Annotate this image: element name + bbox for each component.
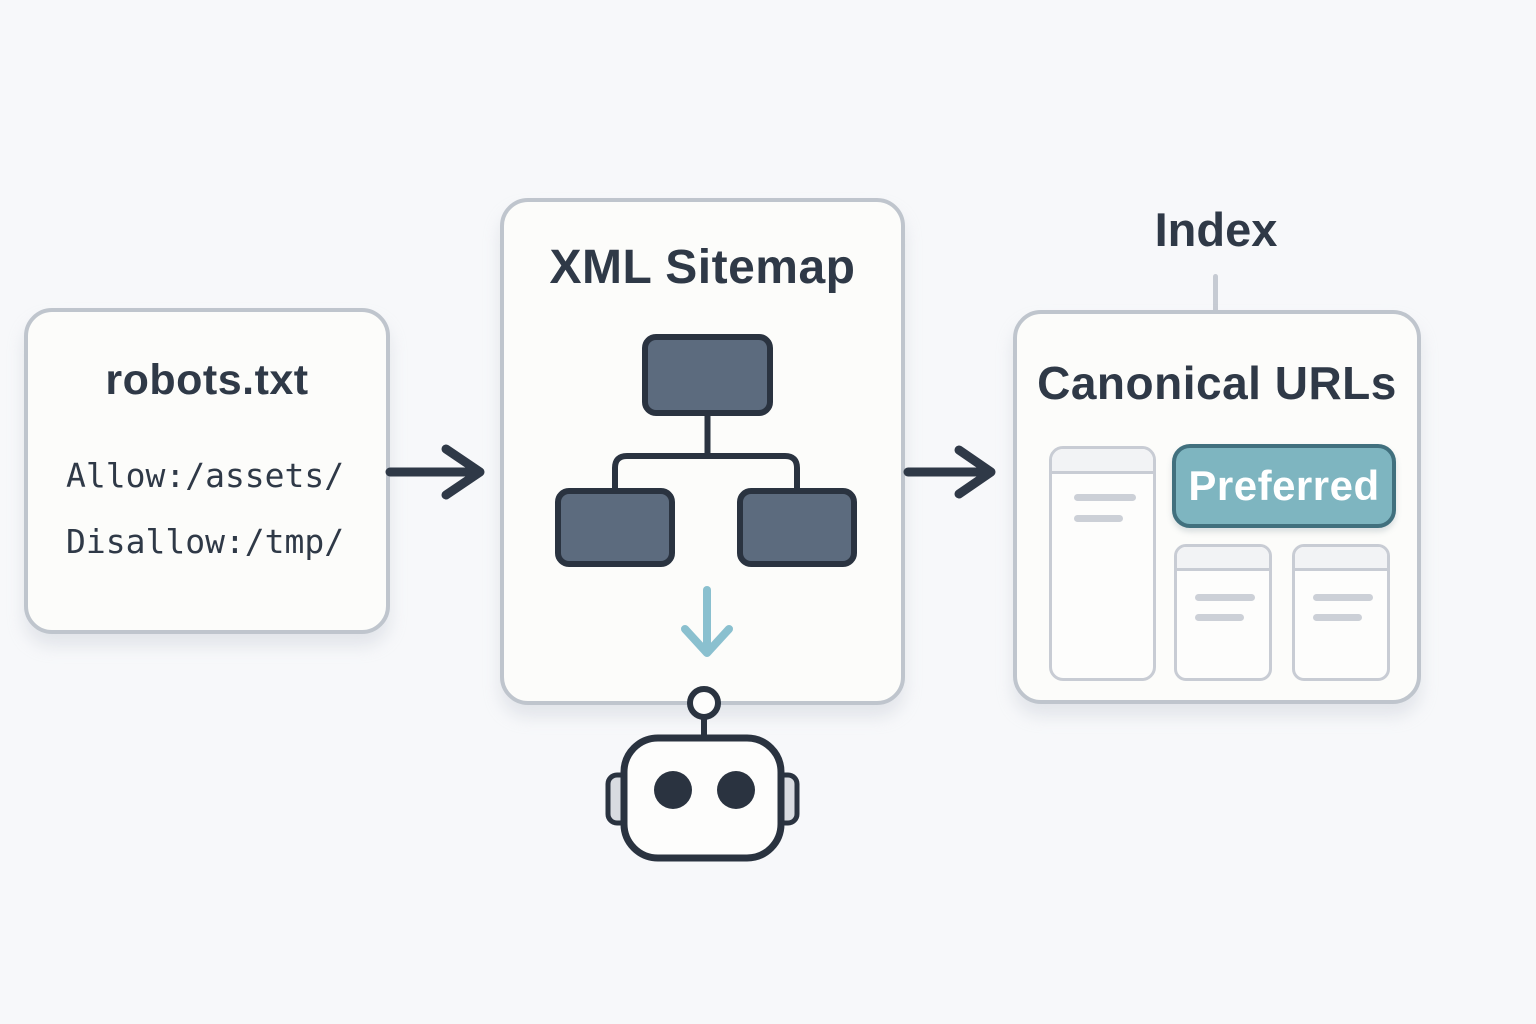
placeholder-line [1195,594,1255,601]
canonical-urls-card: Canonical URLs Preferred [1013,310,1421,704]
document-card-tall [1049,446,1156,681]
xml-sitemap-title: XML Sitemap [549,241,856,294]
robots-txt-card: robots.txt Allow:/assets/ Disallow:/tmp/ [24,308,390,634]
canonical-urls-title: Canonical URLs [1037,357,1397,409]
document-card-header [1177,547,1269,571]
placeholder-line [1195,614,1244,621]
preferred-badge: Preferred [1172,444,1396,528]
document-card-small [1292,544,1390,681]
flow-arrow-right-icon [385,444,485,500]
robots-txt-title: robots.txt [105,356,309,404]
robots-rule-allow: Allow:/assets/ [66,456,345,495]
sitemap-tree-icon [555,334,857,567]
placeholder-line [1074,515,1123,522]
feed-down-arrow-icon [681,586,733,657]
placeholder-line [1313,594,1373,601]
flow-arrow-right-icon [903,445,996,499]
document-card-header [1295,547,1387,571]
crawler-bot-icon [605,686,800,862]
placeholder-line [1074,494,1136,501]
xml-sitemap-card: XML Sitemap [500,198,905,705]
placeholder-line [1313,614,1362,621]
robots-rule-disallow: Disallow:/tmp/ [66,522,345,561]
document-card-small [1174,544,1272,681]
document-card-header [1052,449,1153,474]
index-connector-line [1213,274,1218,314]
index-label: Index [1154,203,1278,256]
